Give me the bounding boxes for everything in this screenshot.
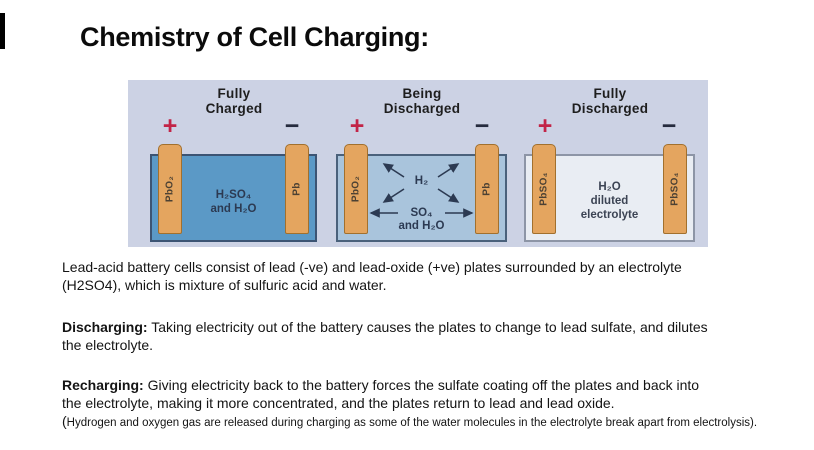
cell1-left-plate: PbO₂ [158,144,182,234]
cell2-h2o-label: and H₂O [398,220,445,232]
cell3-state-line1: Fully [593,86,627,101]
cell3-left-plate: PbSO₄ [532,144,556,234]
cell3-electrolyte-line2: diluted [590,195,629,207]
cell3-state-label: Fully Discharged [525,86,695,116]
cell1-electrolyte-line1: H₂SO₄ [215,189,252,201]
cell2-gas-label: H₂ [414,175,429,187]
electrolysis-note: (Hydrogen and oxygen gas are released du… [62,412,798,432]
recharging-lead: Recharging: [62,377,144,393]
cell1-state-line1: Fully [217,86,251,101]
note-open-paren: ( [62,413,67,429]
cell2-so4-label: SO₄ [410,207,433,219]
cell3-negative-terminal: − [661,112,677,140]
discharging-line2: the electrolyte. [62,337,154,353]
cell3-electrolyte-label: H₂O diluted electrolyte [526,180,693,222]
cell1-electrolyte-line2: and H₂O [210,203,257,215]
cell2-right-plate: Pb [475,144,499,234]
cell3-positive-terminal: + [537,112,553,140]
cell3-electrolyte-line3: electrolyte [580,209,639,221]
body-text: Lead-acid battery cells consist of lead … [62,258,798,432]
cell2-negative-terminal: − [474,112,490,140]
discharging-paragraph: Discharging: Taking electricity out of t… [62,318,798,354]
cell1-electrolyte-label: H₂SO₄ and H₂O [152,188,315,216]
cell1-state-line2: Charged [205,101,263,116]
cell1-positive-terminal: + [162,112,178,140]
cell2-state-line1: Being [402,86,442,101]
cell3-right-plate: PbSO₄ [663,144,687,234]
cell1-negative-terminal: − [284,112,300,140]
left-edge-mark [0,13,5,49]
intro-line2: (H2SO4), which is mixture of sulfuric ac… [62,277,387,293]
cell3-container: PbSO₄ PbSO₄ H₂O diluted electrolyte [524,144,695,242]
diffusion-arrows-icon [369,163,474,218]
cell1-right-plate: Pb [285,144,309,234]
cell1-container: PbO₂ Pb H₂SO₄ and H₂O [150,144,317,242]
recharging-line1: Recharging: Giving electricity back to t… [62,376,798,394]
cell1-state-label: Fully Charged [149,86,319,116]
cell2-left-plate: PbO₂ [344,144,368,234]
recharging-line1-rest: Giving electricity back to the battery f… [143,377,700,393]
intro-line1: Lead-acid battery cells consist of lead … [62,259,682,275]
cell2-positive-terminal: + [349,112,365,140]
cell2-container: PbO₂ Pb H₂ SO₄ and H₂O [336,144,507,242]
discharging-line1-rest: Taking electricity out of the battery ca… [147,319,708,335]
discharging-lead: Discharging: [62,319,148,335]
cell2-state-line2: Discharged [383,101,461,116]
discharging-line1: Discharging: Taking electricity out of t… [62,318,798,336]
battery-diagram: Fully Charged Being Discharged Fully Dis… [128,80,708,247]
intro-paragraph: Lead-acid battery cells consist of lead … [62,258,798,294]
page-title: Chemistry of Cell Charging: [80,22,429,52]
recharging-line2: the electrolyte, making it more concentr… [62,395,615,411]
cell3-electrolyte-line1: H₂O [598,181,621,193]
recharging-paragraph: Recharging: Giving electricity back to t… [62,376,798,432]
cell2-state-label: Being Discharged [337,86,507,116]
note-text: Hydrogen and oxygen gas are released dur… [66,417,758,429]
cell3-state-line2: Discharged [571,101,649,116]
